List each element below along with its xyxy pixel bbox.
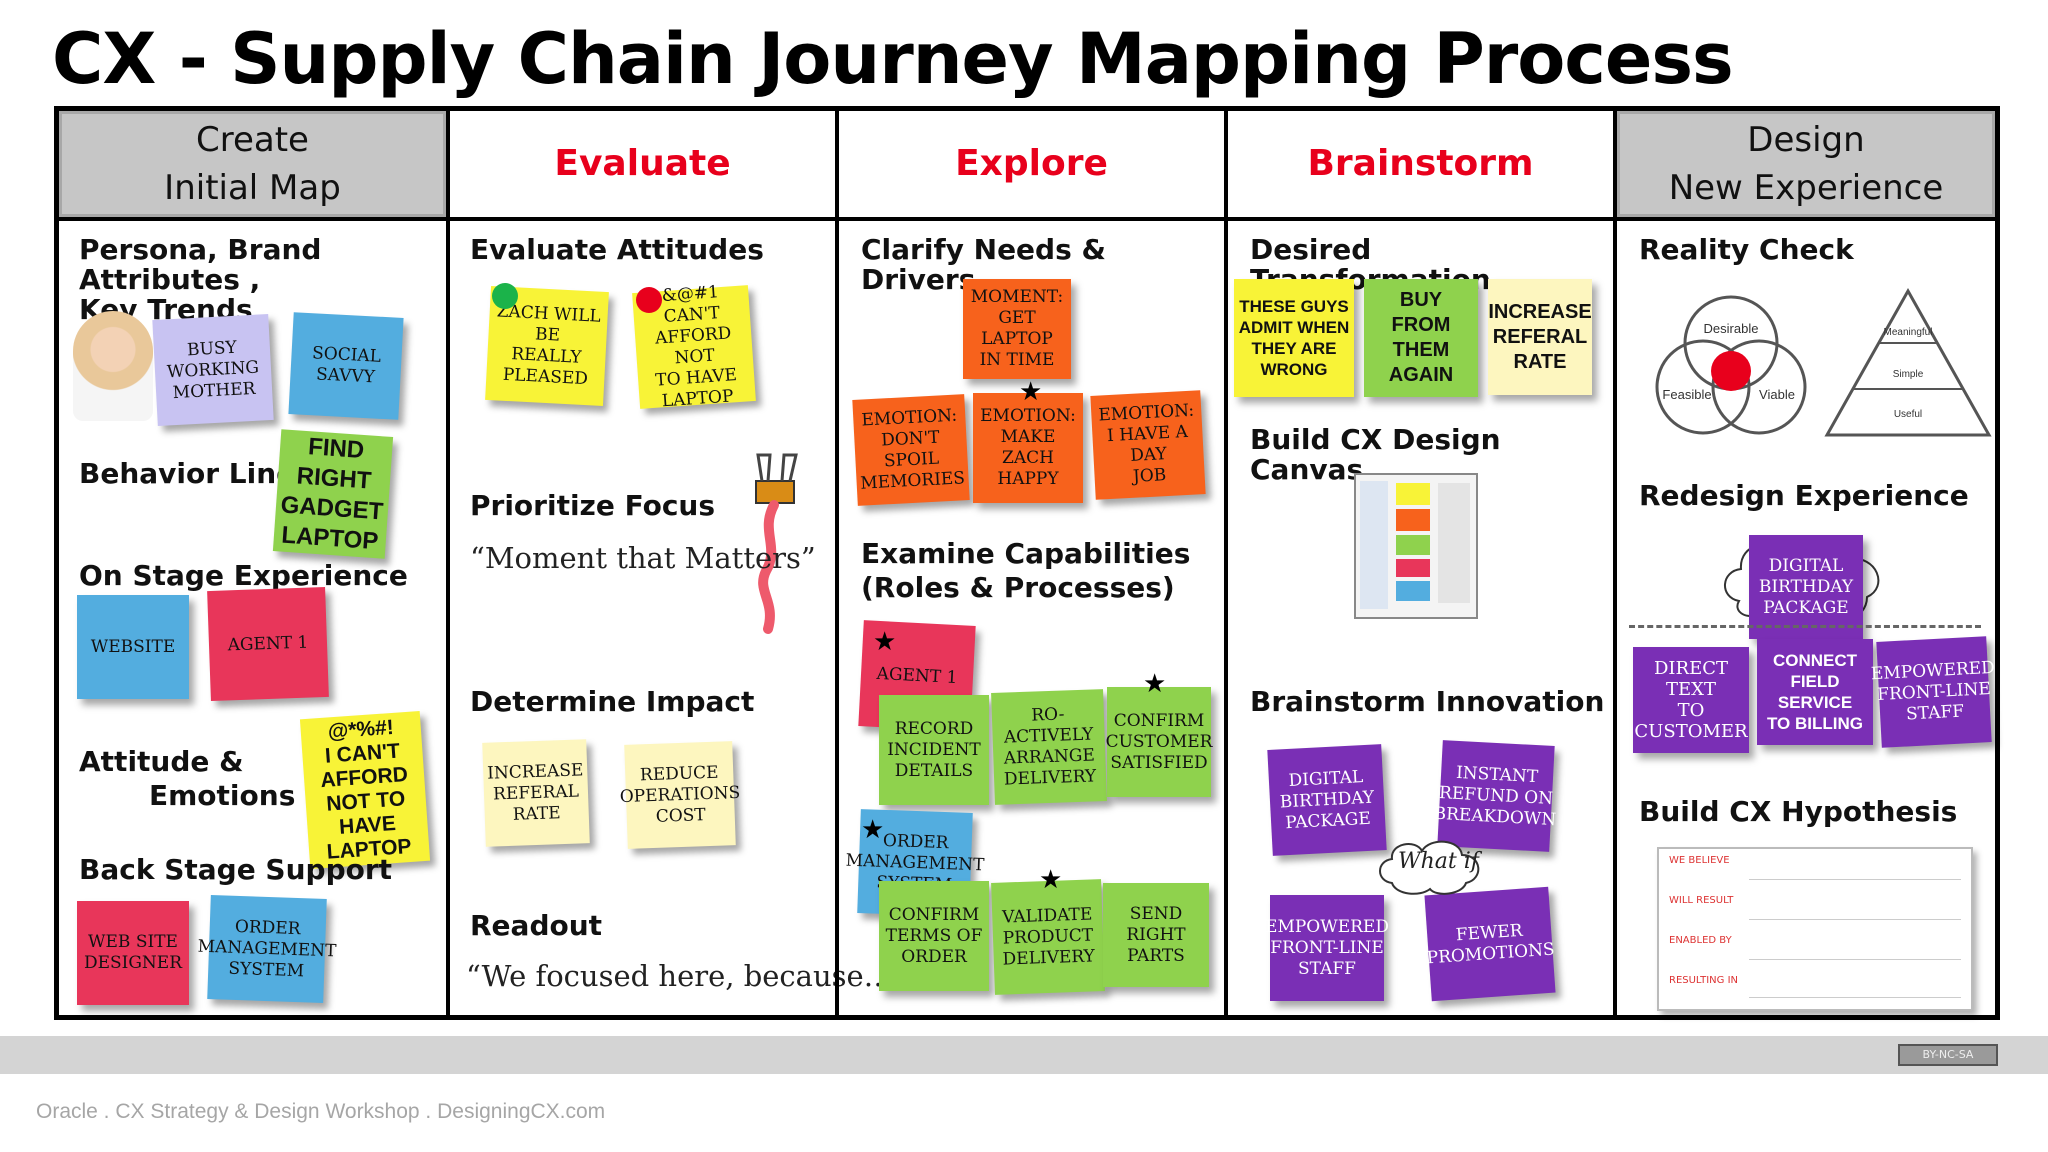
red-dot-icon [636,287,662,313]
thought-cloud-icon [1379,840,1480,895]
venn-label: Feasible [1662,387,1711,402]
column-header: Brainstorm [1228,111,1613,221]
sticky-note: AGENT 1 [207,586,329,702]
section-label: Determine Impact [470,685,755,718]
sticky-note: EMOTION: DON'T SPOIL MEMORIES [852,394,970,506]
sticky-note: MOMENT: GET LAPTOP IN TIME [963,279,1071,379]
section-label: Build CX Design Canvas [1250,423,1501,486]
star-icon: ★ [873,627,897,657]
sticky-note: VALIDATE PRODUCT DELIVERY [991,879,1105,995]
section-label: Examine Capabilities (Roles & Processes) [861,537,1191,604]
quote-text: “Moment that Matters” [470,541,816,575]
sticky-note: ORDER MANAGEMENT SYSTEM [197,895,337,1003]
page-title: CX - Supply Chain Journey Mapping Proces… [52,18,1734,100]
column-brainstorm: Brainstorm Desired Transformation THESE … [1228,111,1613,1015]
pyramid-diagram: Meaningful Simple Useful [1824,287,1992,437]
section-label: Brainstorm Innovation [1250,685,1605,718]
section-label: Emotions [149,779,296,812]
sticky-note: FEWER PROMOTIONS [1424,886,1556,1002]
footer-text: Oracle . CX Strategy & Design Workshop .… [36,1100,606,1123]
column-header: Evaluate [450,111,835,221]
sticky-note: SEND RIGHT PARTS [1103,883,1209,987]
section-label: On Stage Experience [79,559,408,592]
hypothesis-card: WE BELIEVE WILL RESULT ENABLED BY RESULT… [1657,847,1973,1011]
venn-label: Desirable [1704,321,1759,336]
sticky-note: REDUCE OPERATIONS COST [619,741,741,849]
sticky-note: INCREASE REFERAL RATE [482,739,590,847]
sticky-note: WEB SITE DESIGNER [77,901,189,1005]
sticky-note: CONFIRM TERMS OF ORDER [879,881,989,991]
pyramid-label: Useful [1894,409,1922,420]
hypothesis-line [1749,879,1961,880]
sticky-note: DIGITAL BIRTHDAY PACKAGE [1749,535,1863,639]
column-divider [1224,111,1228,1015]
hypothesis-line [1749,919,1961,920]
journey-board: Create Initial Map Persona, Brand Attrib… [54,106,2000,1020]
hypothesis-row-label: WE BELIEVE [1669,855,1730,866]
sticky-note: DIGITAL BIRTHDAY PACKAGE [1267,744,1387,856]
section-label: Evaluate Attitudes [470,233,764,266]
canvas-thumbnail [1354,473,1478,619]
persona-photo [73,311,153,421]
column-divider [446,111,450,1015]
sticky-note: EMOTION: MAKE ZACH HAPPY [973,393,1083,503]
column-explore: Explore Clarify Needs & Drivers MOMENT: … [839,111,1224,1015]
section-label: Build CX Hypothesis [1639,795,1958,828]
sticky-note: FIND RIGHT GADGET LAPTOP [272,429,394,559]
sticky-note: RO-ACTIVELY ARRANGE DELIVERY [991,689,1107,805]
column-divider [1613,111,1617,1015]
what-if-text: What if [1398,849,1479,874]
sticky-note: BUY FROM THEM AGAIN [1364,279,1478,397]
section-label: Readout [470,909,603,942]
binder-clip-icon [755,453,798,634]
sticky-note: THESE GUYS ADMIT WHEN THEY ARE WRONG [1234,279,1354,397]
star-icon: ★ [861,815,885,845]
star-icon: ★ [1143,669,1167,699]
sticky-note: RECORD INCIDENT DETAILS [879,695,989,805]
sticky-note: SOCIAL SAVVY [288,312,404,420]
pyramid-label: Simple [1893,369,1924,380]
star-icon: ★ [1039,865,1063,895]
sticky-note: CONFIRM CUSTOMER SATISFIED [1106,687,1212,797]
section-label: Behavior Line [79,457,296,490]
section-label: Attitude & [79,745,244,778]
section-label: Prioritize Focus [470,489,716,522]
column-header: Create Initial Map [59,111,446,221]
section-label: Redesign Experience [1639,479,1969,512]
column-design: Design New Experience Reality Check Desi… [1617,111,1995,1015]
section-label: Back Stage Support [79,853,393,886]
sticky-note: INCREASE REFERAL RATE [1488,279,1592,395]
quote-text: “We focused here, because….” [466,959,917,993]
hypothesis-line [1749,997,1961,998]
sticky-note: EMPOWERED FRONT-LINE STAFF [1265,895,1389,1001]
sticky-note: @*%#! I CAN'T AFFORD NOT TO HAVE LAPTOP [299,710,431,870]
hypothesis-line [1749,959,1961,960]
sticky-note: DIRECT TEXT TO CUSTOMER [1633,647,1749,753]
section-label: Clarify Needs & Drivers [861,233,1106,296]
footer-bar [0,1036,2048,1074]
column-divider [835,111,839,1015]
star-icon: ★ [1019,377,1043,407]
column-create: Create Initial Map Persona, Brand Attrib… [59,111,446,1015]
dashed-line [1629,625,1981,628]
section-label: Persona, Brand Attributes , Key Trends [79,233,322,326]
sticky-note: EMPOWERED FRONT-LINE STAFF [1870,636,1995,748]
hypothesis-row-label: ENABLED BY [1669,935,1732,946]
column-header: Explore [839,111,1224,221]
pyramid-label: Meaningful [1884,327,1933,338]
hypothesis-row-label: WILL RESULT [1669,895,1734,906]
column-header: Design New Experience [1617,111,1995,221]
column-evaluate: Evaluate Evaluate Attitudes ZACH WILL BE… [450,111,917,1015]
green-dot-icon [492,283,518,309]
sticky-note: EMOTION: I HAVE A DAY JOB [1090,390,1206,500]
sticky-note: BUSY WORKING MOTHER [152,314,274,426]
venn-diagram: Desirable Feasible Viable [1655,295,1807,435]
license-badge: BY-NC-SA [1898,1044,1998,1066]
section-label: Reality Check [1639,233,1854,266]
sticky-note: CONNECT FIELD SERVICE TO BILLING [1757,639,1873,745]
venn-label: Viable [1759,387,1795,402]
sticky-note: WEBSITE [77,595,189,699]
hypothesis-row-label: RESULTING IN [1669,975,1739,986]
